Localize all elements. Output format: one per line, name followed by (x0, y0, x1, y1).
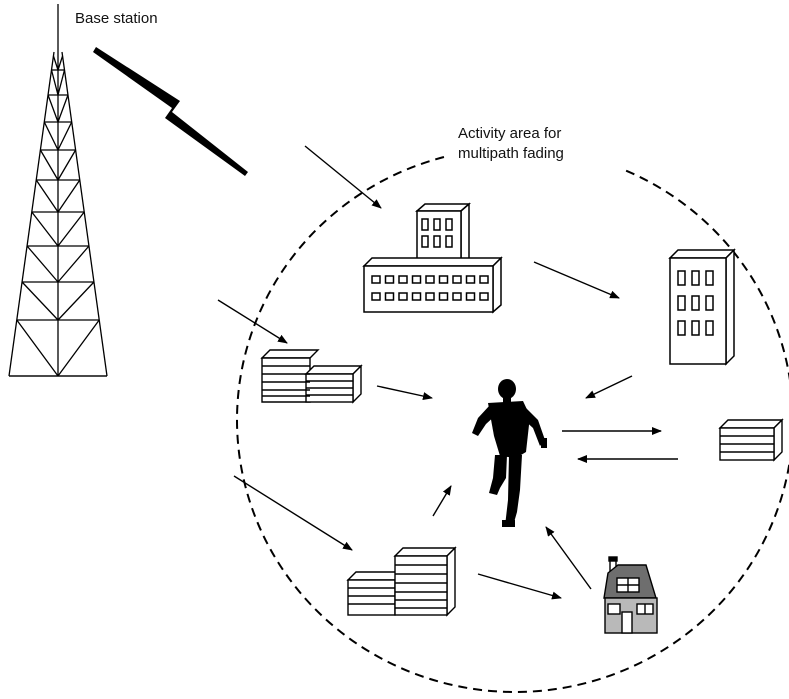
activity-area-label-line2: multipath fading (458, 145, 564, 162)
arrow-incoming-bottom-left (233, 475, 353, 551)
small-block-building-icon (718, 418, 784, 462)
arrow-office-to-tower (533, 261, 620, 299)
base-station-tower-icon (8, 4, 108, 377)
office-building-large-icon (362, 202, 503, 314)
arrow-incoming-top (304, 145, 382, 209)
arrow-incoming-left (217, 299, 288, 344)
base-station-label: Base station (75, 10, 158, 27)
arrow-bottom-building-up (432, 485, 452, 517)
arrow-left-building-to-user (376, 385, 433, 400)
arrow-bottom-building-to-house (477, 573, 562, 600)
lightning-link-icon (93, 47, 248, 176)
activity-area-label-line1: Activity area for (458, 125, 561, 142)
mobile-user-icon (472, 379, 547, 527)
layered-building-left-icon (260, 349, 363, 404)
tower-building-icon (668, 248, 736, 366)
stacked-building-bottom-icon (346, 546, 457, 617)
house-icon (603, 556, 658, 634)
signal-paths (217, 145, 678, 600)
arrow-house-to-user (545, 526, 592, 590)
arrow-tower-to-user (585, 375, 633, 399)
